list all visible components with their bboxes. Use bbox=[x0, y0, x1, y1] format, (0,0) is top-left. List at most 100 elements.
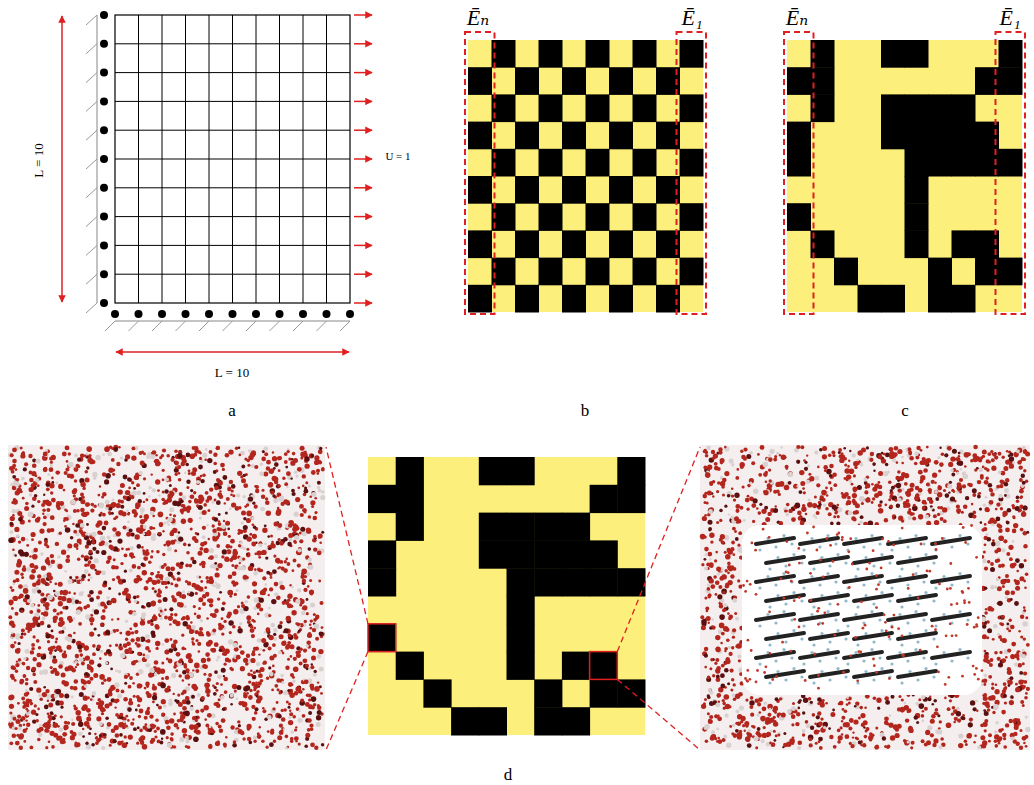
atom bbox=[209, 487, 213, 491]
atom bbox=[265, 556, 268, 559]
stiff-cell bbox=[492, 258, 516, 286]
atom bbox=[80, 508, 85, 513]
atom bbox=[128, 735, 133, 740]
atom bbox=[193, 736, 199, 742]
atom bbox=[265, 497, 268, 500]
atom bbox=[289, 693, 294, 698]
atom bbox=[124, 735, 127, 738]
atom bbox=[268, 635, 273, 640]
atom bbox=[50, 515, 55, 520]
atom bbox=[103, 709, 105, 711]
ground-hatch bbox=[270, 321, 280, 331]
atom bbox=[18, 642, 21, 645]
atom bbox=[185, 739, 189, 743]
atom bbox=[51, 745, 55, 749]
atom bbox=[232, 743, 237, 748]
atom bbox=[32, 464, 37, 469]
atom bbox=[115, 669, 118, 672]
atom bbox=[221, 668, 226, 673]
atom bbox=[169, 484, 172, 487]
atom bbox=[49, 581, 52, 584]
atom bbox=[124, 570, 127, 573]
atom bbox=[134, 630, 138, 634]
atom bbox=[116, 503, 121, 508]
atom bbox=[319, 631, 324, 636]
atom bbox=[116, 629, 119, 632]
atom bbox=[205, 448, 208, 451]
atom bbox=[166, 566, 171, 571]
atom bbox=[272, 643, 276, 647]
stiff-cell bbox=[680, 40, 704, 68]
stiff-cell bbox=[952, 149, 976, 177]
atom bbox=[182, 670, 186, 674]
atom bbox=[144, 586, 149, 591]
stiff-cell bbox=[609, 176, 633, 204]
atom bbox=[37, 590, 41, 594]
stiff-cell bbox=[507, 568, 535, 596]
atom bbox=[122, 591, 125, 594]
atom bbox=[150, 572, 154, 576]
atom bbox=[161, 662, 164, 665]
atom bbox=[129, 627, 132, 630]
atom bbox=[306, 612, 309, 615]
atom bbox=[254, 485, 257, 488]
ground-hatch bbox=[176, 321, 186, 331]
stiff-cell bbox=[834, 258, 858, 286]
atom bbox=[253, 671, 256, 674]
stiff-cell bbox=[479, 540, 507, 568]
atom bbox=[237, 628, 242, 633]
atom bbox=[18, 726, 22, 730]
atom bbox=[300, 527, 305, 532]
mesh-panel bbox=[62, 11, 372, 352]
atom bbox=[178, 472, 181, 475]
atom bbox=[294, 512, 299, 517]
atom bbox=[251, 542, 256, 547]
atom bbox=[50, 635, 54, 639]
atom bbox=[80, 653, 84, 657]
atom bbox=[305, 733, 310, 738]
atom bbox=[24, 462, 28, 466]
atom bbox=[174, 449, 178, 453]
stiff-cell bbox=[881, 285, 905, 313]
atom bbox=[293, 657, 297, 661]
ground-hatch bbox=[86, 73, 97, 83]
atom bbox=[74, 479, 77, 482]
stiff-cell bbox=[609, 230, 633, 258]
atom bbox=[207, 458, 212, 463]
stiff-cell bbox=[468, 67, 492, 95]
stiff-cell bbox=[858, 285, 882, 313]
atom bbox=[164, 638, 169, 643]
atom bbox=[40, 592, 44, 596]
atom bbox=[135, 502, 141, 508]
stiff-cell bbox=[396, 457, 424, 485]
stiff-cell bbox=[586, 258, 610, 286]
atom bbox=[250, 628, 255, 633]
stiff-cell bbox=[534, 707, 562, 735]
atom bbox=[305, 456, 310, 461]
atom bbox=[261, 495, 265, 499]
atom bbox=[100, 649, 104, 653]
atom bbox=[68, 618, 71, 621]
atom bbox=[302, 531, 307, 536]
atom bbox=[43, 597, 47, 601]
atom bbox=[15, 612, 19, 616]
atom bbox=[112, 578, 115, 581]
stiff-cell bbox=[999, 258, 1023, 286]
atom bbox=[24, 506, 29, 511]
atom bbox=[197, 642, 201, 646]
atom bbox=[158, 512, 164, 518]
atom bbox=[299, 504, 304, 509]
atom bbox=[236, 589, 239, 592]
atom bbox=[11, 624, 15, 628]
atom bbox=[46, 508, 50, 512]
atom bbox=[23, 467, 27, 471]
atom bbox=[228, 535, 231, 538]
atom bbox=[164, 521, 167, 524]
atom bbox=[58, 484, 63, 489]
atom bbox=[225, 658, 230, 663]
atom bbox=[49, 651, 53, 655]
atom bbox=[106, 596, 109, 599]
atom bbox=[256, 662, 260, 666]
atom bbox=[284, 628, 289, 633]
atom bbox=[105, 630, 110, 635]
